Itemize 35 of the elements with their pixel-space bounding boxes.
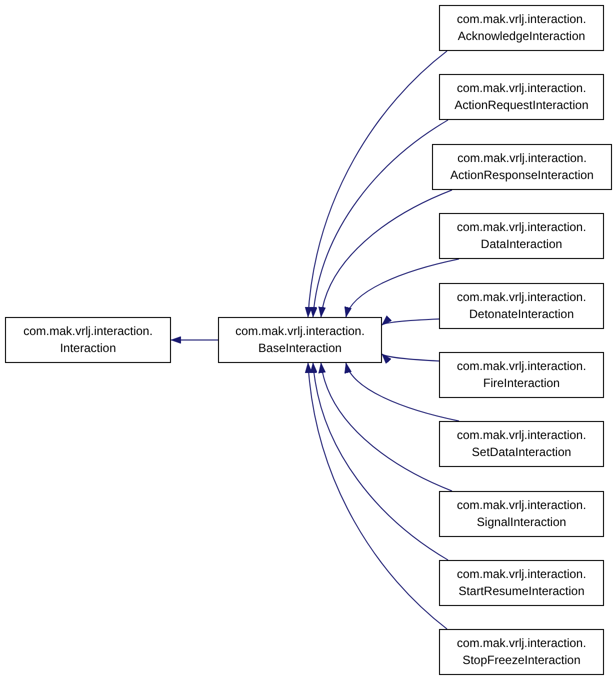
class-name: com.mak.vrlj.interaction. StartResumeInteraction [456,566,588,600]
class-box [439,491,604,537]
inheritance-arrow [346,362,460,422]
class-box [439,213,604,259]
inheritance-arrow [310,362,448,560]
inheritance-arrow [305,362,448,630]
class-box [439,283,604,329]
class-name: com.mak.vrlj.interaction. DetonateInteraction [456,289,588,323]
class-name: com.mak.vrlj.interaction. SetDataInteraction [456,427,588,461]
inheritance-arrow [346,258,460,318]
inheritance-arrow [305,50,448,318]
class-name: com.mak.vrlj.interaction. StopFreezeInteraction [456,635,588,669]
inheritance-arrow [382,316,440,326]
class-box [439,74,604,120]
class-name: com.mak.vrlj.interaction. FireInteraction [456,358,588,392]
class-box [439,560,604,606]
inheritance-arrow [319,190,452,318]
class-box [218,317,382,363]
inheritance-arrow [319,362,452,492]
inheritance-arrow [170,336,218,344]
class-name: com.mak.vrlj.interaction. BaseInteraction [234,323,366,357]
inheritance-arrow [310,120,448,318]
class-name: com.mak.vrlj.interaction. AcknowledgeInteraction [456,11,588,45]
class-name: com.mak.vrlj.interaction. DataInteraction [456,219,588,253]
class-box [432,144,612,190]
class-name: com.mak.vrlj.interaction. ActionResponseInteraction [449,150,595,184]
class-box [439,629,604,675]
class-name: com.mak.vrlj.interaction. SignalInteraction [456,497,588,531]
class-box [439,352,604,398]
inheritance-arrow [382,354,440,363]
class-name: com.mak.vrlj.interaction. ActionRequestInteraction [453,80,590,114]
class-box [439,5,604,51]
class-box [439,421,604,467]
class-box [5,317,171,363]
class-name: com.mak.vrlj.interaction. Interaction [22,323,154,357]
